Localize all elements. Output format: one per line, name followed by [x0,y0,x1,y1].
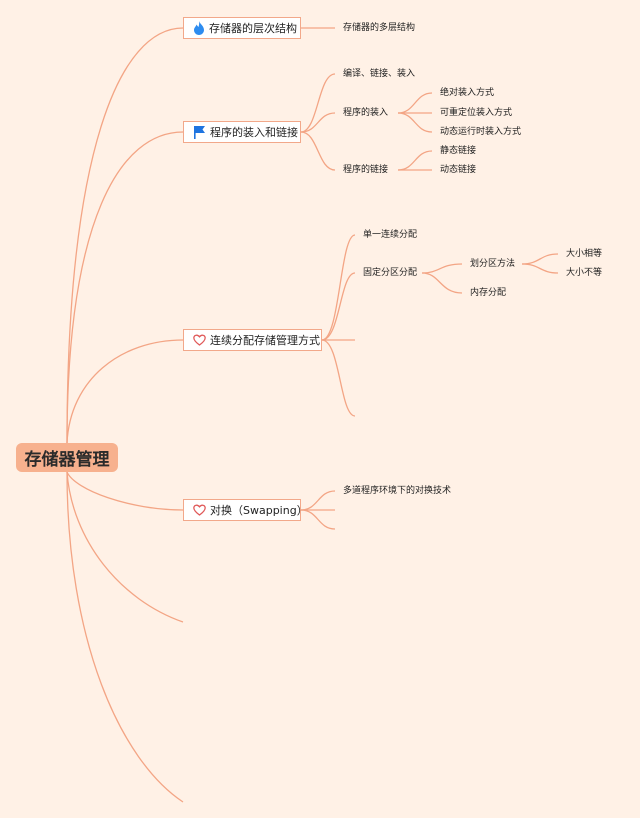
leaf-compile-link-load[interactable]: 编译、链接、装入 [343,69,416,79]
branch-contiguous-allocation[interactable]: 连续分配存储管理方式 [183,329,322,351]
link-root-empty-1 [66,471,184,623]
link-link-static [397,150,433,171]
heart-icon [193,333,206,347]
link-b3-empty-2 [321,339,356,417]
leaf-partition-method[interactable]: 划分区方法 [470,259,516,269]
link-fixed-method [421,263,463,274]
link-load-abs [397,92,433,114]
branch-label: 存储器的层次结构 [209,22,297,35]
link-b4-empty-2 [300,509,336,530]
branch-program-loading-linking[interactable]: 程序的装入和链接 [183,121,301,143]
branch-swapping[interactable]: 对换（Swapping） [183,499,308,521]
branch-memory-hierarchy[interactable]: 存储器的层次结构 [183,17,301,39]
branch-label: 连续分配存储管理方式 [210,334,320,347]
flag-icon [193,125,206,139]
link-root-branch-4 [66,471,184,511]
link-b2-link [300,131,336,171]
link-root-empty-2 [66,471,184,803]
leaf-dynamic-runtime-loading[interactable]: 动态运行时装入方式 [440,127,522,137]
leaf-static-linking[interactable]: 静态链接 [440,146,477,156]
leaf-unequal-size[interactable]: 大小不等 [566,268,603,278]
root-node[interactable]: 存储器管理 [16,443,118,472]
branch-label: 对换（Swapping） [210,504,308,517]
leaf-memory-allocation[interactable]: 内存分配 [470,288,507,298]
link-b3-single [321,234,356,341]
leaf-absolute-loading[interactable]: 绝对装入方式 [440,88,495,98]
link-load-dyn [397,112,433,133]
link-method-equal [521,253,559,265]
leaf-fixed-partition[interactable]: 固定分区分配 [363,268,418,278]
link-fixed-alloc [421,272,463,294]
leaf-single-contiguous[interactable]: 单一连续分配 [363,230,418,240]
heart-icon [193,503,206,517]
leaf-equal-size[interactable]: 大小相等 [566,249,603,259]
branch-label: 程序的装入和链接 [210,126,298,139]
flame-icon [193,21,205,35]
link-b2-compile [300,73,336,133]
leaf-relocatable-loading[interactable]: 可重定位装入方式 [440,108,513,118]
leaf-program-loading[interactable]: 程序的装入 [343,108,389,118]
leaf-multiprogram-swapping[interactable]: 多道程序环境下的对换技术 [343,486,452,496]
link-root-branch-1 [66,27,184,444]
link-method-unequal [521,263,559,274]
leaf-program-linking[interactable]: 程序的链接 [343,165,389,175]
leaf-multilevel-structure[interactable]: 存储器的多层结构 [343,23,416,33]
root-label: 存储器管理 [24,450,110,470]
link-b3-fixed [321,272,356,341]
link-root-branch-2 [66,131,184,444]
leaf-dynamic-linking[interactable]: 动态链接 [440,165,477,175]
link-b2-load [300,112,336,133]
link-root-branch-3 [66,339,184,444]
